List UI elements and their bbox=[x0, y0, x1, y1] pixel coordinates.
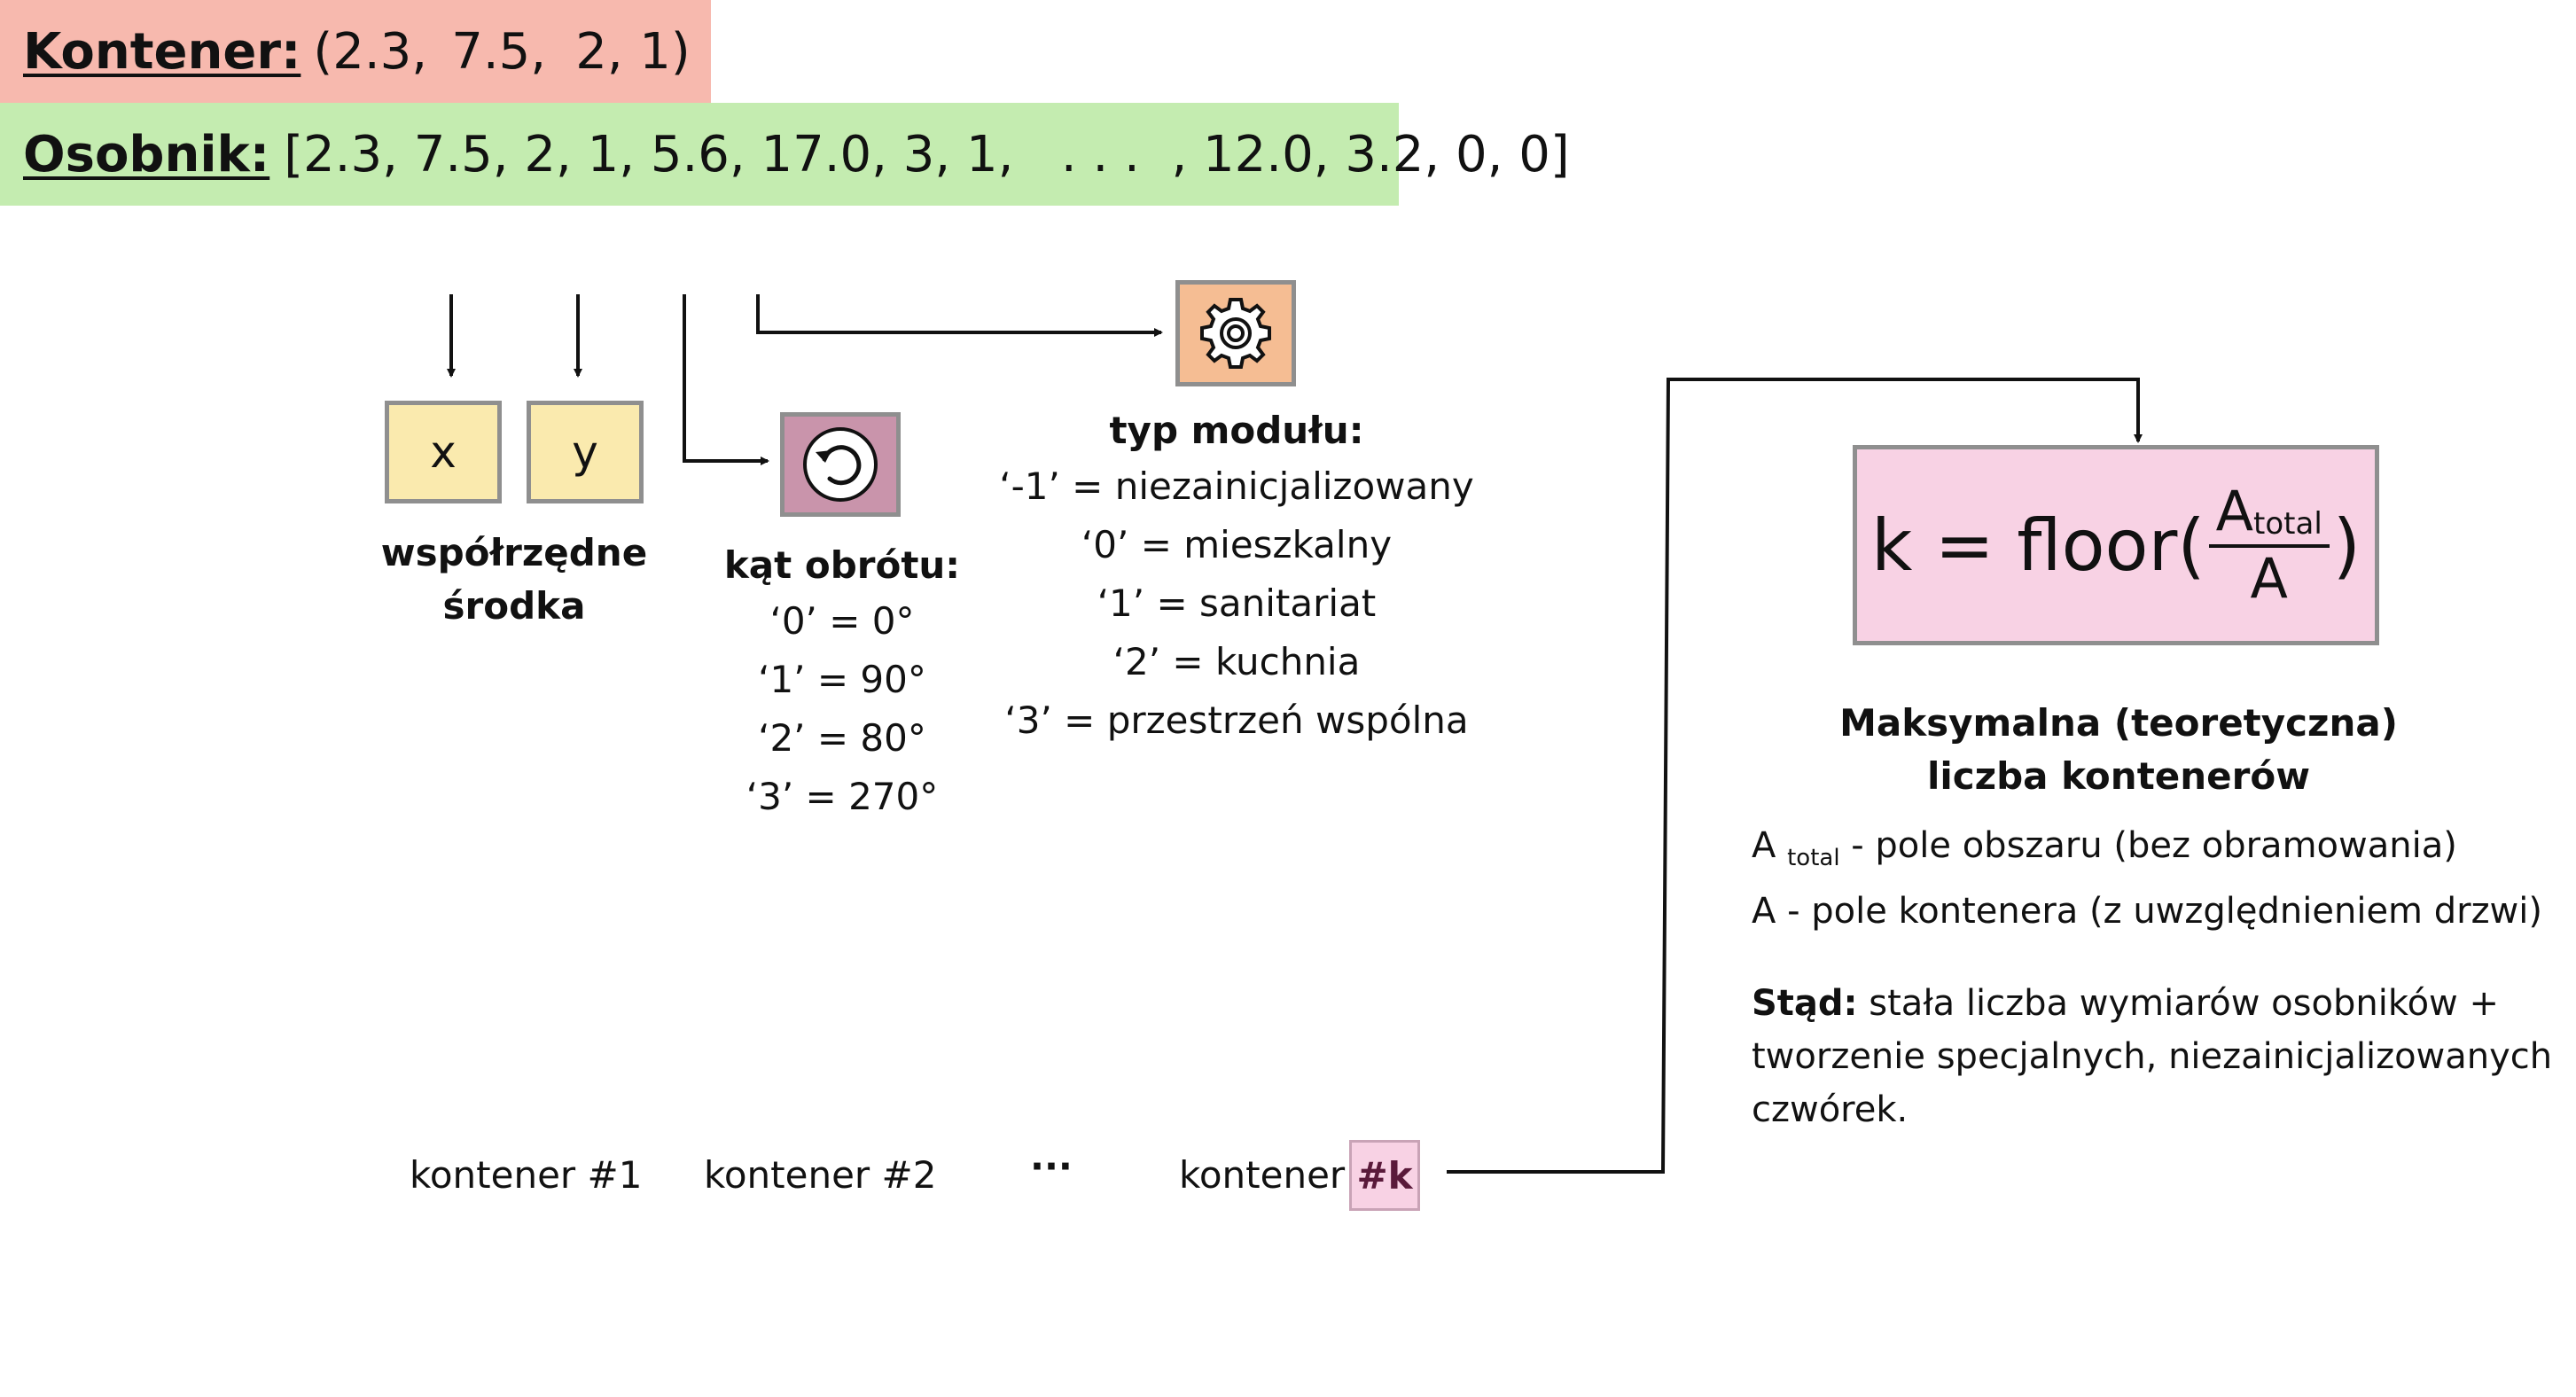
kontener-value-y: 7.5, bbox=[451, 22, 547, 81]
osobnik-box: Osobnik: [2.3, 7.5, 2, 1, 5.6, 17.0, 3, … bbox=[0, 103, 1570, 206]
rotation-legend: kąt obrótu: ‘0’ = 0° ‘1’ = 90° ‘2’ = 80°… bbox=[691, 539, 993, 826]
container-label-2: kontener #2 bbox=[704, 1153, 937, 1197]
kontener-values: (2.3, 7.5, 2, 1) bbox=[313, 23, 690, 81]
coord-y-label: y bbox=[572, 426, 598, 478]
coords-caption: współrzędne środka bbox=[355, 527, 674, 633]
atotal-definition: A total - pole obszaru (bez obramowania) bbox=[1752, 819, 2542, 885]
rotation-item-3: ‘3’ = 270° bbox=[745, 775, 939, 818]
arrow-to-formula bbox=[1447, 378, 2143, 1174]
module-item-2: ‘1’ = sanitariat bbox=[1097, 581, 1377, 625]
stad-line1-text: stała liczba wymiarów osobników + bbox=[1857, 983, 2499, 1024]
formula-denominator: A bbox=[2250, 546, 2288, 611]
module-item-3: ‘2’ = kuchnia bbox=[1112, 640, 1361, 683]
atotal-sub: total bbox=[1787, 845, 1840, 871]
kontener-close: ) bbox=[670, 22, 691, 81]
formula-lhs: k = floor( bbox=[1871, 503, 2205, 587]
formula-rhs: ) bbox=[2332, 503, 2361, 587]
module-item-4: ‘3’ = przestrzeń wspólna bbox=[1004, 698, 1469, 742]
container-k-badge-text: #k bbox=[1356, 1153, 1413, 1198]
arrow-to-rotation bbox=[683, 294, 769, 465]
kontener-value-x: 2.3, bbox=[332, 22, 428, 81]
stad-line2: tworzenie specjalnych, niezainicjalizowa… bbox=[1752, 1036, 2553, 1077]
coord-x-box: x bbox=[385, 401, 502, 503]
stad-bold: Stąd: bbox=[1752, 983, 1858, 1024]
explanation-title-line1: Maksymalna (teoretyczna) bbox=[1839, 701, 2398, 745]
coord-y-box: y bbox=[527, 401, 644, 503]
atotal-desc: - pole obszaru (bez obramowania) bbox=[1839, 825, 2457, 866]
coords-caption-line2: środka bbox=[442, 584, 586, 628]
coords-caption-line1: współrzędne bbox=[380, 531, 648, 574]
rotation-item-2: ‘2’ = 80° bbox=[758, 716, 926, 760]
kontener-label: Kontener: bbox=[23, 22, 301, 81]
atotal-a: A bbox=[1752, 825, 1776, 866]
module-title: typ modułu: bbox=[1109, 409, 1364, 452]
module-icon-box bbox=[1175, 280, 1296, 386]
container-k-badge: #k bbox=[1349, 1140, 1420, 1211]
explanation-title-line2: liczba kontenerów bbox=[1926, 754, 2311, 798]
explanation-definitions: A total - pole obszaru (bez obramowania)… bbox=[1752, 819, 2542, 938]
rotation-item-0: ‘0’ = 0° bbox=[769, 599, 915, 643]
container-label-k: kontener bbox=[1179, 1153, 1346, 1197]
formula-fraction: Atotal A bbox=[2208, 484, 2330, 611]
osobnik-values: [2.3, 7.5, 2, 1, 5.6, 17.0, 3, 1, . . . … bbox=[284, 125, 1570, 183]
rotate-icon bbox=[803, 427, 878, 502]
stad-line3: czwórek. bbox=[1752, 1089, 1909, 1130]
formula-numerator: Atotal bbox=[2208, 484, 2330, 548]
formula-num-sub: total bbox=[2253, 506, 2322, 542]
rotation-icon-box bbox=[780, 412, 901, 517]
gear-icon bbox=[1200, 298, 1271, 369]
container-ellipsis: ··· bbox=[1030, 1144, 1073, 1188]
formula-num-a: A bbox=[2215, 479, 2254, 543]
explanation-conclusion: Stąd: stała liczba wymiarów osobników + … bbox=[1752, 977, 2552, 1136]
explanation-title: Maksymalna (teoretyczna) liczba kontener… bbox=[1817, 697, 2420, 803]
container-label-1: kontener #1 bbox=[410, 1153, 643, 1197]
module-legend: typ modułu: ‘-1’ = niezainicjalizowany ‘… bbox=[984, 404, 1489, 750]
rotation-title: kąt obrótu: bbox=[723, 543, 961, 587]
module-item-1: ‘0’ = mieszkalny bbox=[1081, 523, 1393, 566]
stad-line1: Stąd: stała liczba wymiarów osobników + bbox=[1752, 977, 2552, 1030]
kontener-value-rotation: 2, bbox=[575, 22, 623, 81]
arrow-to-module bbox=[756, 294, 1163, 337]
osobnik-label: Osobnik: bbox=[23, 125, 270, 183]
a-definition: A - pole kontenera (z uwzględnieniem drz… bbox=[1752, 891, 2542, 932]
rotation-item-1: ‘1’ = 90° bbox=[758, 658, 926, 701]
module-item-0: ‘-1’ = niezainicjalizowany bbox=[999, 464, 1474, 508]
kontener-box: Kontener: (2.3, 7.5, 2, 1) bbox=[0, 0, 711, 103]
coord-x-label: x bbox=[430, 426, 457, 478]
kontener-value-type: 1 bbox=[639, 22, 671, 81]
kontener-open: ( bbox=[313, 22, 333, 81]
formula-box: k = floor( Atotal A ) bbox=[1853, 445, 2379, 645]
